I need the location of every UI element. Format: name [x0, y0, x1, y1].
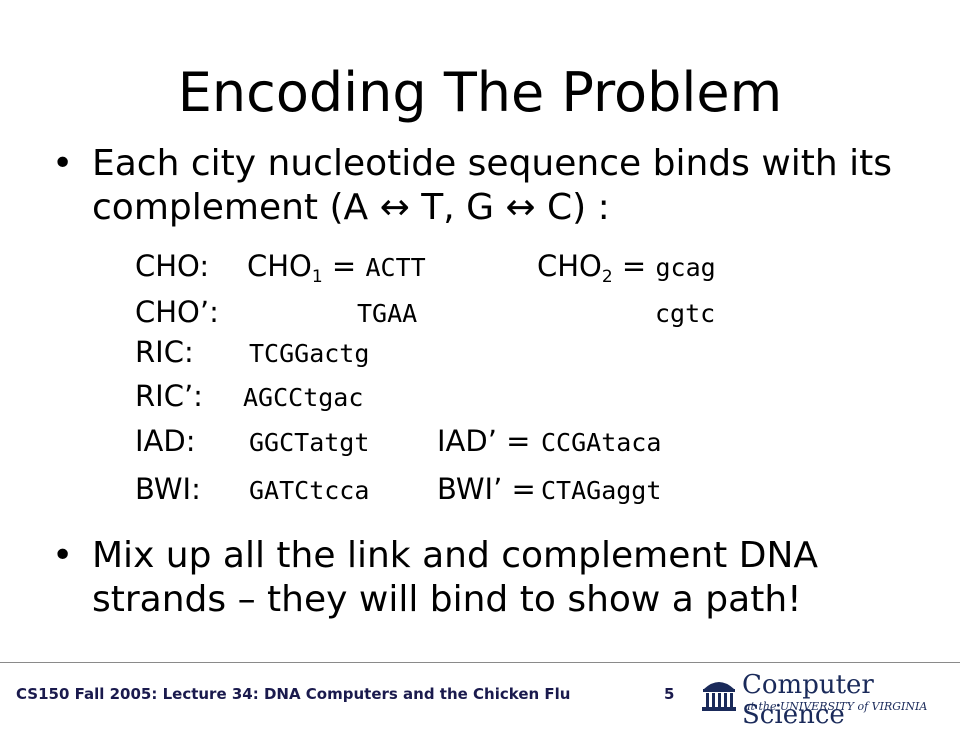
bullet-binding-rule: • Each city nucleotide sequence binds wi… [52, 142, 932, 230]
slide-title: Encoding The Problem [177, 61, 783, 124]
iadp-sequence: CCGAtaca [541, 428, 662, 457]
cho2-prefix: CHO [537, 249, 602, 283]
cho1-subscript: 1 [311, 267, 323, 287]
cho-label: CHO: [135, 249, 210, 283]
bwip-sequence: CTAGaggt [541, 476, 662, 505]
bwip-label: BWI’ = [437, 472, 536, 506]
footer-divider [0, 662, 960, 663]
iad-label: IAD: [135, 424, 196, 458]
cho1-sequence: ACTT [365, 253, 426, 282]
bwi-label: BWI: [135, 472, 201, 506]
cho2-sequence: gcag [655, 253, 716, 282]
rotunda-icon [702, 682, 736, 711]
iad-sequence: GGCTatgt [249, 428, 370, 457]
cho2-equals: = [612, 249, 656, 283]
ricp-sequence: AGCCtgac [243, 383, 364, 412]
chop-sequence-2: cgtc [655, 299, 716, 328]
cho1-prefix: CHO [247, 249, 312, 283]
cho1-equals: = [322, 249, 366, 283]
footer-course-title: CS150 Fall 2005: Lecture 34: DNA Compute… [16, 685, 571, 703]
chop-sequence-1: TGAA [357, 299, 418, 328]
logo-university: at the UNIVERSITY of VIRGINIA [744, 700, 928, 713]
cho1-equation: CHO1 = ACTT [247, 248, 426, 295]
uva-cs-logo: Computer Science at the UNIVERSITY of VI… [700, 670, 955, 730]
cho2-subscript: 2 [601, 267, 613, 287]
bwi-sequence: GATCtcca [249, 476, 370, 505]
chop-label: CHO’: [135, 295, 219, 329]
bullet-dot: • [52, 143, 74, 184]
bullet-dot: • [52, 535, 74, 576]
bullet-text: Each city nucleotide sequence binds with… [92, 143, 893, 228]
cho2-equation: CHO2 = gcag [537, 248, 716, 295]
ric-label: RIC: [135, 335, 194, 369]
ric-sequence: TCGGactg [249, 339, 370, 368]
bullet-mix-strands: • Mix up all the link and complement DNA… [52, 534, 932, 622]
page-number: 5 [664, 685, 675, 703]
ricp-label: RIC’: [135, 379, 203, 413]
iadp-label: IAD’ = [437, 424, 531, 458]
bullet-text: Mix up all the link and complement DNA s… [92, 535, 818, 620]
